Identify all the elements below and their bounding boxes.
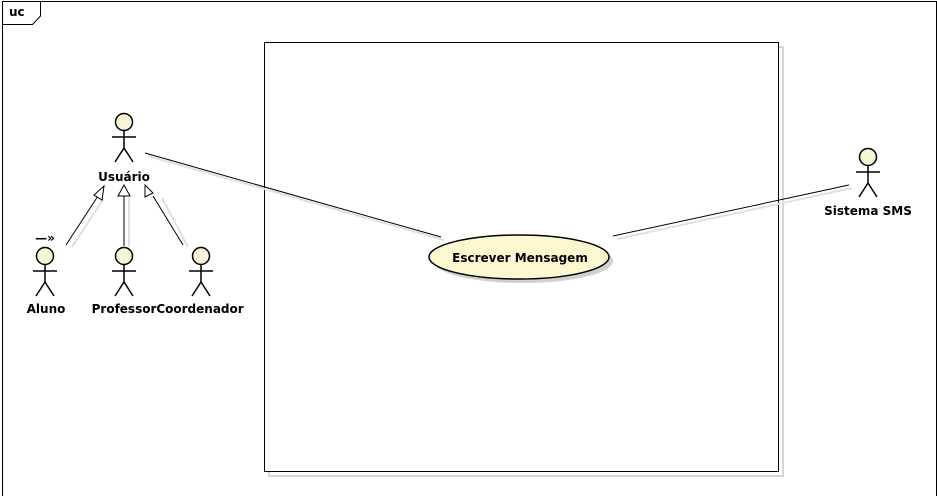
generalization-professor[interactable] [117, 183, 131, 247]
actor-usuario-label: Usuário [98, 170, 150, 184]
generalization-coordenador[interactable] [144, 183, 189, 248]
actor-aluno[interactable]: —» Aluno [27, 231, 66, 316]
aluno-stereotype-arrow: —» [35, 231, 55, 245]
use-case-label: Escrever Mensagem [452, 251, 588, 265]
association-usuario-usecase[interactable] [144, 152, 445, 241]
generalization-aluno[interactable] [65, 184, 105, 248]
frame-label: uc [9, 5, 25, 19]
actor-aluno-label: Aluno [27, 302, 66, 316]
actor-professor[interactable]: Professor [92, 246, 157, 317]
association-usecase-sistema[interactable] [612, 184, 853, 240]
actor-sistema-sms[interactable]: Sistema SMS [824, 147, 912, 219]
actor-coordenador-label: Coordenador [156, 302, 243, 316]
actor-sistema-sms-label: Sistema SMS [824, 204, 912, 218]
actor-professor-icon [111, 246, 137, 297]
actor-coordenador-icon [188, 246, 214, 297]
actor-coordenador[interactable]: Coordenador [156, 246, 244, 317]
actor-professor-label: Professor [92, 302, 157, 316]
actor-sistema-sms-icon [855, 147, 881, 198]
use-case-escrever-mensagem[interactable]: Escrever Mensagem [428, 234, 613, 283]
actor-usuario-icon [111, 112, 137, 163]
actor-aluno-icon [32, 246, 58, 297]
actor-usuario[interactable]: Usuário [98, 112, 150, 185]
